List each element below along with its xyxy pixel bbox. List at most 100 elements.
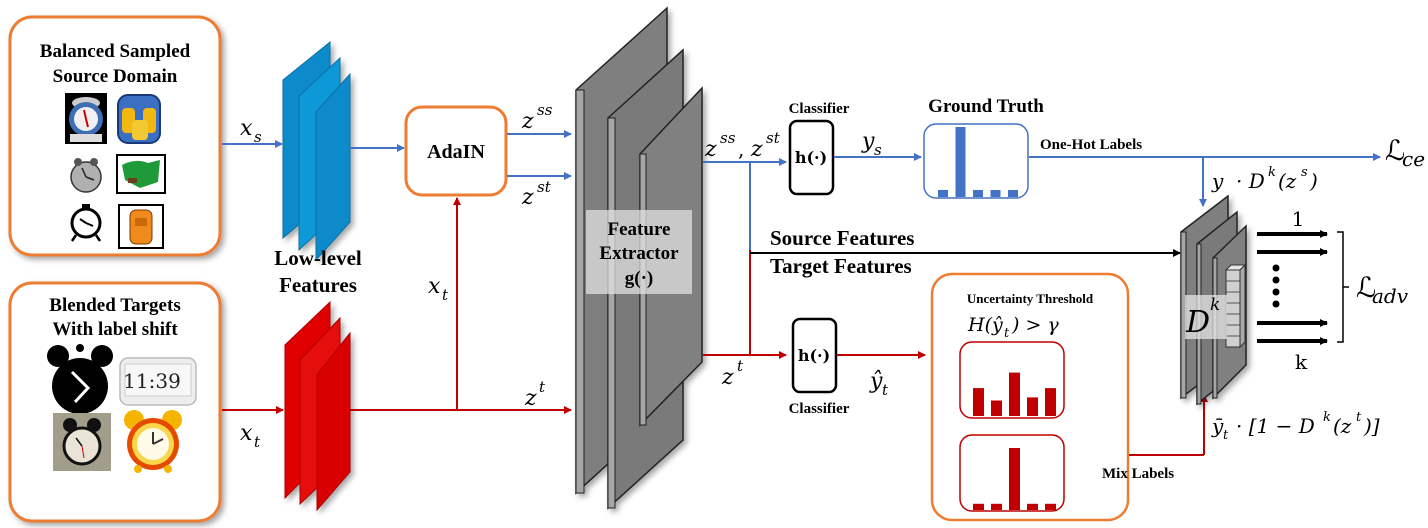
svg-text:t: t: [882, 381, 889, 399]
uncertain-prediction-bars: [973, 372, 1056, 416]
uncertainty-threshold-panel: Uncertainty Threshold H(ŷ t ) > γ: [930, 272, 1130, 522]
ground-truth-bar-3: [973, 190, 983, 197]
alarm-clock-photo-icon: [53, 413, 111, 471]
ground-truth-bar-4: [990, 190, 1001, 197]
discriminator-label: D k: [1185, 295, 1220, 340]
target-title-line2: With label shift: [52, 319, 178, 340]
mixed-bar-2: [991, 503, 1002, 510]
feature-extractor-label-1: Feature: [608, 219, 671, 240]
svg-text:adv: adv: [1372, 284, 1409, 308]
digital-clock-time: 11:39: [123, 369, 181, 393]
source-features-label: Source Features: [770, 226, 914, 250]
svg-text:)]: )]: [1363, 414, 1380, 438]
svg-text:· D: · D: [1236, 169, 1265, 193]
mix-labels-label: Mix Labels: [1102, 466, 1174, 482]
backpack-yellow-icon: [117, 94, 161, 144]
discriminator-label-box: [1185, 295, 1227, 339]
svg-text:k: k: [1323, 410, 1331, 425]
zss-label: z ss: [521, 101, 553, 134]
target-title-line1: Blended Targets: [49, 295, 180, 316]
svg-text:,: ,: [738, 137, 744, 161]
classifier-top: h(·): [788, 119, 835, 196]
mixed-bar-5: [1045, 503, 1056, 510]
adain-block: AdaIN: [404, 105, 508, 197]
ground-truth-bar-1: [938, 190, 948, 197]
source-title-line2: Source Domain: [53, 66, 178, 87]
svg-text:ℒ: ℒ: [1385, 134, 1405, 167]
ybar-dk-label: ȳ t · [1 − D k (z t )]: [1211, 410, 1380, 443]
svg-text:): ): [1309, 169, 1318, 193]
zt-label-input: z t: [524, 378, 546, 411]
source-domain-panel: Balanced Sampled Source Domain: [8, 15, 222, 257]
alarm-clock-yellow-icon: [124, 410, 182, 473]
alarm-clock-blue-icon: [65, 93, 107, 144]
entropy-condition: H(ŷ t ) > γ: [967, 314, 1059, 341]
svg-text:t: t: [1356, 410, 1362, 425]
digital-clock-icon: 11:39: [119, 357, 197, 406]
output-index-1: 1: [1292, 207, 1305, 231]
svg-text:s: s: [254, 128, 262, 146]
svg-text:st: st: [537, 178, 552, 196]
alarm-clock-outline-icon: [70, 204, 102, 242]
low-level-features-blue: [282, 40, 351, 262]
source-title-line1: Balanced Sampled: [40, 41, 191, 62]
classifier-bottom: h(·): [791, 317, 838, 394]
target-features-label: Target Features: [770, 254, 912, 278]
feature-extractor-label-3: g(·): [625, 268, 654, 289]
svg-text:st: st: [766, 129, 781, 147]
svg-text:z: z: [521, 109, 534, 134]
svg-text:k: k: [1268, 165, 1276, 180]
svg-text:ℒ: ℒ: [1356, 271, 1376, 304]
svg-text:h(·): h(·): [798, 346, 830, 365]
adain-label: AdaIN: [427, 141, 485, 163]
svg-text:y: y: [1211, 169, 1224, 193]
ground-truth-title: Ground Truth: [928, 96, 1044, 117]
ground-truth-bars: [938, 127, 1018, 197]
svg-text:(z: (z: [1333, 414, 1352, 438]
uncertain-bar-5: [1045, 388, 1056, 416]
mixed-bar-4: [1027, 503, 1038, 510]
svg-text:ŷ: ŷ: [869, 369, 883, 394]
ys-dk-label: y · D k (z s ): [1211, 165, 1318, 193]
svg-text:D: D: [1185, 305, 1210, 340]
svg-text:t: t: [1004, 326, 1010, 341]
svg-text:) > γ: ) > γ: [1011, 314, 1059, 336]
xt-label-adain: x t: [428, 274, 449, 304]
mixed-bar-3: [1009, 448, 1020, 510]
adv-brace: [1337, 231, 1349, 343]
ground-truth-bar-5: [1008, 190, 1018, 197]
zt-label-output: z t: [721, 357, 744, 390]
svg-text:z: z: [524, 386, 537, 411]
svg-text:t: t: [539, 378, 546, 396]
xs-label: x s: [240, 116, 262, 146]
mixed-bar-1: [973, 503, 984, 510]
svg-text:t: t: [254, 433, 261, 451]
svg-text:z: z: [721, 365, 734, 390]
svg-text:t: t: [442, 286, 449, 304]
zst-label: z st: [521, 178, 552, 210]
ground-truth-bar-2: [955, 127, 966, 197]
one-hot-labels-label: One-Hot Labels: [1040, 137, 1142, 153]
backpack-green-icon: [116, 154, 166, 194]
svg-text:ce: ce: [1402, 147, 1425, 171]
uncertain-bar-3: [1009, 372, 1020, 416]
svg-text:ȳ: ȳ: [1211, 414, 1224, 438]
low-level-features-red: [284, 300, 351, 512]
svg-text:z: z: [750, 137, 763, 162]
svg-text:z: z: [521, 185, 534, 210]
svg-text:ss: ss: [720, 129, 736, 147]
lce-label: ℒ ce: [1385, 134, 1425, 171]
svg-text:t: t: [1223, 428, 1229, 443]
svg-text:H(ŷ: H(ŷ: [967, 314, 1003, 336]
classifier-top-label: Classifier: [789, 101, 850, 117]
output-index-k: k: [1295, 350, 1308, 374]
discriminator-output-vector: [1224, 263, 1247, 349]
ellipsis-dots: [1272, 264, 1280, 308]
low-level-label-2: Features: [279, 273, 357, 297]
blended-targets-panel: Blended Targets With label shift 11:39: [8, 281, 222, 523]
svg-text:ss: ss: [537, 101, 553, 119]
low-level-label-1: Low-level: [274, 246, 362, 270]
svg-text:h(·): h(·): [795, 148, 827, 167]
svg-text:x: x: [428, 274, 441, 299]
svg-text:(z: (z: [1278, 169, 1297, 193]
